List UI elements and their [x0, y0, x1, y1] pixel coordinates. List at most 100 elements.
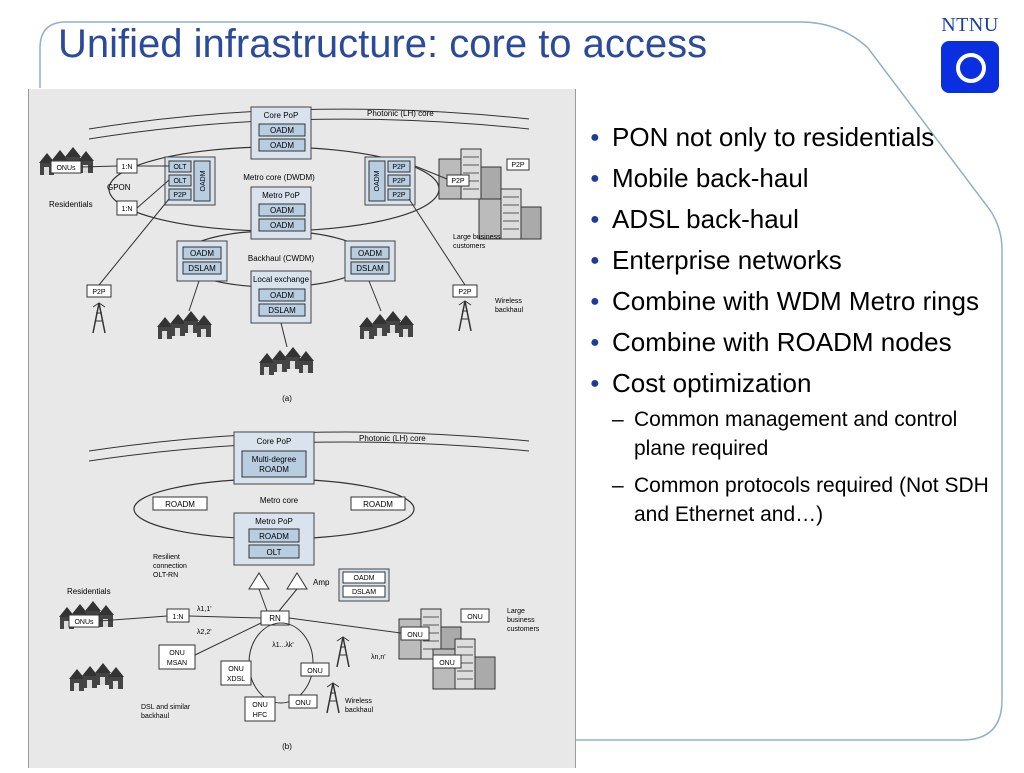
wireless-label: Wireless: [495, 298, 522, 305]
ntnu-logo-icon: [941, 41, 999, 93]
oadm-label: OADM: [190, 249, 214, 258]
resilient-label: Resilient: [153, 554, 180, 561]
onu-label: ONU: [295, 700, 311, 707]
oadm-label: OADM: [354, 575, 375, 582]
onu-label: ONU: [407, 632, 423, 639]
dsl-label: DSL and similar: [141, 704, 191, 711]
large-business-label: Large: [507, 608, 525, 615]
olt-label: OLT: [173, 178, 187, 185]
resilient-label: OLT-RN: [153, 572, 178, 579]
multi-degree-label: Multi-degree: [252, 455, 297, 464]
residentials-label: Residentials: [67, 587, 111, 596]
sub-bullet-item: –Common protocols required (Not SDH and …: [612, 471, 1008, 529]
roadm-label: ROADM: [363, 500, 393, 509]
lambda-label: λ1,1': [197, 606, 212, 613]
large-business-label: Large business: [453, 234, 501, 241]
p2p-label: P2P: [92, 289, 106, 296]
large-business-label: business: [507, 617, 535, 624]
onu-label: ONU: [467, 614, 483, 621]
splitter-label: 1:N: [122, 206, 133, 213]
wireless-label: backhaul: [495, 307, 523, 314]
gpon-label: GPON: [107, 183, 131, 192]
wireless-label: Wireless: [345, 698, 372, 705]
p2p-label: P2P: [392, 192, 406, 199]
dash-icon: –: [612, 408, 624, 431]
dslam-label: DSLAM: [356, 264, 384, 273]
amp-label: Amp: [313, 578, 330, 587]
large-business-label: customers: [507, 626, 540, 633]
splitter-label: 1:N: [122, 164, 133, 171]
bullet-item: ●Cost optimization –Common management an…: [588, 368, 1008, 529]
onu-xdsl-label: XDSL: [227, 676, 245, 683]
bullet-item: ●ADSL back-haul: [590, 204, 799, 234]
bullet-list: ●PON not only to residentials ●Mobile ba…: [588, 122, 1008, 539]
oadm-label: OADM: [358, 249, 382, 258]
onus-label: ONUs: [74, 619, 94, 626]
oadm-label: OADM: [374, 170, 381, 191]
residentials-label: Residentials: [49, 200, 93, 209]
network-diagram: Core PoP OADM OADM Photonic (LH) core Me…: [29, 106, 542, 751]
ntnu-logo: NTNU: [936, 14, 1004, 93]
bullet-dot-icon: ●: [590, 375, 600, 392]
bullet-dot-icon: ●: [590, 252, 600, 269]
p2p-label: P2P: [173, 192, 187, 199]
onu-msan-label: ONU: [169, 650, 185, 657]
wireless-label: backhaul: [345, 707, 373, 714]
dslam-label: DSLAM: [188, 264, 216, 273]
bullet-dot-icon: ●: [590, 129, 600, 146]
oadm-label: OADM: [270, 126, 294, 135]
sub-bullet-list: –Common management and control plane req…: [612, 405, 1008, 529]
metro-core-label: Metro core (DWDM): [243, 173, 315, 182]
oadm-label: OADM: [270, 291, 294, 300]
dash-icon: –: [612, 474, 624, 497]
metro-pop-label: Metro PoP: [262, 191, 300, 200]
roadm-label: ROADM: [165, 500, 195, 509]
bullet-dot-icon: ●: [590, 293, 600, 310]
dslam-label: DSLAM: [268, 306, 296, 315]
metro-core-label: Metro core: [260, 496, 299, 505]
photonic-core-label: Photonic (LH) core: [359, 434, 426, 443]
bullet-dot-icon: ●: [590, 170, 600, 187]
figure-a: Core PoP OADM OADM Photonic (LH) core Me…: [39, 106, 542, 403]
bullet-item: ●Combine with WDM Metro rings: [590, 286, 979, 316]
multi-degree-label: ROADM: [259, 465, 289, 474]
olt-label: OLT: [267, 548, 282, 557]
oadm-label: OADM: [270, 221, 294, 230]
rn-label: RN: [269, 614, 281, 623]
metro-pop-label: Metro PoP: [255, 517, 293, 526]
local-exchange-label: Local exchange: [253, 275, 310, 284]
oadm-label: OADM: [270, 141, 294, 150]
bullet-item: ●PON not only to residentials: [590, 122, 935, 152]
large-business-label: customers: [453, 243, 486, 250]
onu-hfc-label: HFC: [253, 712, 267, 719]
network-figure: Core PoP OADM OADM Photonic (LH) core Me…: [28, 89, 576, 768]
sub-bullet-item: –Common management and control plane req…: [612, 405, 1008, 463]
bullet-item: ●Mobile back-haul: [590, 163, 809, 193]
p2p-label: P2P: [511, 162, 525, 169]
onu-msan-label: MSAN: [167, 660, 187, 667]
onu-label: ONU: [439, 660, 455, 667]
figure-b-caption: (b): [282, 742, 292, 751]
slide-title: Unified infrastructure: core to access: [58, 22, 708, 66]
p2p-label: P2P: [392, 178, 406, 185]
onu-hfc-label: ONU: [252, 702, 268, 709]
figure-b: Core PoP Multi-degree ROADM Photonic (LH…: [59, 431, 540, 751]
dsl-label: backhaul: [141, 713, 169, 720]
resilient-label: connection: [153, 563, 187, 570]
photonic-core-label: Photonic (LH) core: [367, 109, 434, 118]
core-pop-label: Core PoP: [264, 111, 299, 120]
bullet-item: ●Enterprise networks: [590, 245, 842, 275]
lambda-label: λn,n': [371, 654, 386, 661]
olt-label: OLT: [173, 164, 187, 171]
dslam-label: DSLAM: [352, 589, 376, 596]
p2p-label: P2P: [451, 178, 465, 185]
bullet-dot-icon: ●: [590, 334, 600, 351]
splitter-label: 1:N: [173, 614, 184, 621]
oadm-label: OADM: [200, 170, 207, 191]
onus-label: ONUs: [56, 165, 76, 172]
lambda-label: λ2,2': [197, 629, 212, 636]
p2p-label: P2P: [392, 164, 406, 171]
lambda-range-label: λ1...λk': [272, 642, 294, 649]
p2p-label: P2P: [458, 289, 472, 296]
bullet-dot-icon: ●: [590, 211, 600, 228]
